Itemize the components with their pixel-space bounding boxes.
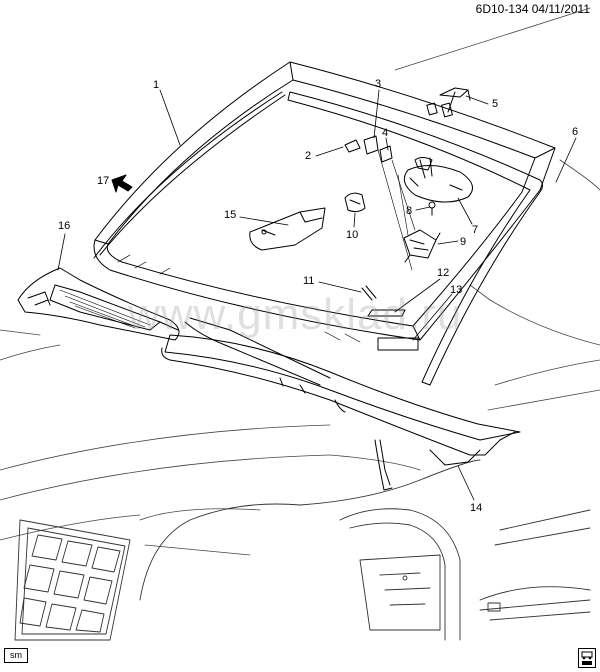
- watermark: www.gmsklad.ru: [128, 290, 463, 339]
- sensor-connector: [427, 88, 470, 117]
- assembly-leaders: [378, 150, 415, 270]
- callout-4: 4: [382, 127, 388, 139]
- callout-labels: 1 2 3 4 5 6 7 8 9 10 11 12 13 14 15 16 1…: [58, 78, 578, 514]
- front-fender: [140, 460, 590, 640]
- cowl-panel: [162, 318, 520, 490]
- rearview-mirror: [404, 158, 472, 203]
- callout-6: 6: [572, 126, 578, 138]
- callout-17: 17: [97, 175, 109, 187]
- adhesive-pad: [378, 338, 418, 350]
- callout-5: 5: [492, 98, 498, 110]
- front-grille: [15, 520, 130, 640]
- rain-sensor-parts: [345, 136, 392, 162]
- stud-bolt: [362, 286, 376, 300]
- callout-14: 14: [470, 502, 482, 514]
- callout-12: 12: [437, 267, 449, 279]
- callout-10: 10: [346, 229, 358, 241]
- spacer-strip: [368, 310, 405, 316]
- diagram-code: 6D10-134: [475, 2, 529, 16]
- callout-1: 1: [153, 79, 159, 91]
- car-body-outline: [0, 8, 600, 555]
- reveal-molding: [94, 92, 543, 385]
- callout-8: 8: [406, 205, 412, 217]
- callout-9: 9: [460, 236, 466, 248]
- cowl-grille: [18, 268, 179, 340]
- callout-leaders: [58, 90, 576, 500]
- callout-13: 13: [450, 284, 462, 296]
- sensor-clip: [345, 193, 365, 212]
- callout-3: 3: [375, 78, 381, 90]
- windshield-glass: [94, 62, 555, 342]
- mirror-cover: [250, 208, 325, 250]
- callout-7: 7: [472, 224, 478, 236]
- callout-16: 16: [58, 220, 70, 232]
- callout-15: 15: [224, 209, 236, 221]
- view-direction-arrow-icon: [112, 175, 132, 192]
- callout-11: 11: [303, 275, 314, 287]
- callout-2: 2: [305, 150, 311, 162]
- sensor-module: [404, 230, 440, 262]
- sm-badge: sm: [4, 648, 28, 663]
- car-lift-icon: [578, 648, 596, 668]
- mirror-mount-pin: [429, 202, 435, 215]
